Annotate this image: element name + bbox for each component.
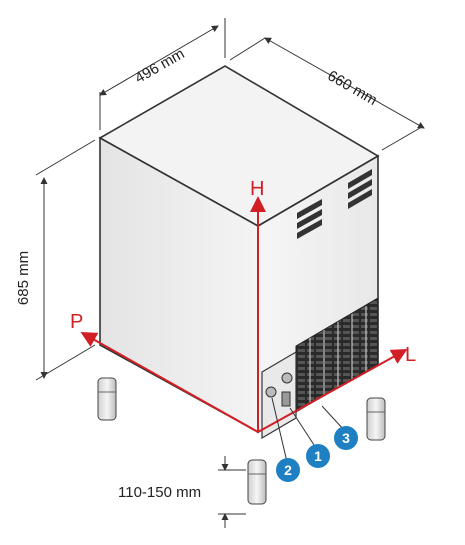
depth-dimension-label: 660 mm [325,67,380,109]
callout-badge-2: 2 [276,458,300,482]
callout-label-2: 2 [284,462,292,478]
power-socket [281,391,291,407]
top-vents [297,169,372,239]
axis-label-h: H [250,178,264,200]
axis-label-p: P [70,311,83,333]
callout-label-1: 1 [314,448,322,464]
foot-left [97,377,117,421]
feet-dimension-label: 110-150 mm [118,484,201,501]
dimension-lines [35,18,425,528]
callout-badge-1: 1 [306,444,330,468]
height-dimension-label: 685 mm [15,251,32,305]
water-inlet-fitting [265,386,277,398]
drain-fitting [281,372,293,384]
axis-label-l: L [405,344,416,366]
feet [97,377,386,505]
callout-leaders [271,397,345,463]
cabinet [98,65,380,440]
depth-axis [80,332,259,433]
length-axis [257,349,408,433]
grille-ribs [309,306,367,404]
callout-badge-3: 3 [334,426,358,450]
foot-right [366,397,386,441]
foot-front [247,459,267,505]
callout-label-3: 3 [342,430,350,446]
axes [80,196,408,433]
width-dimension-label: 496 mm [132,45,187,87]
